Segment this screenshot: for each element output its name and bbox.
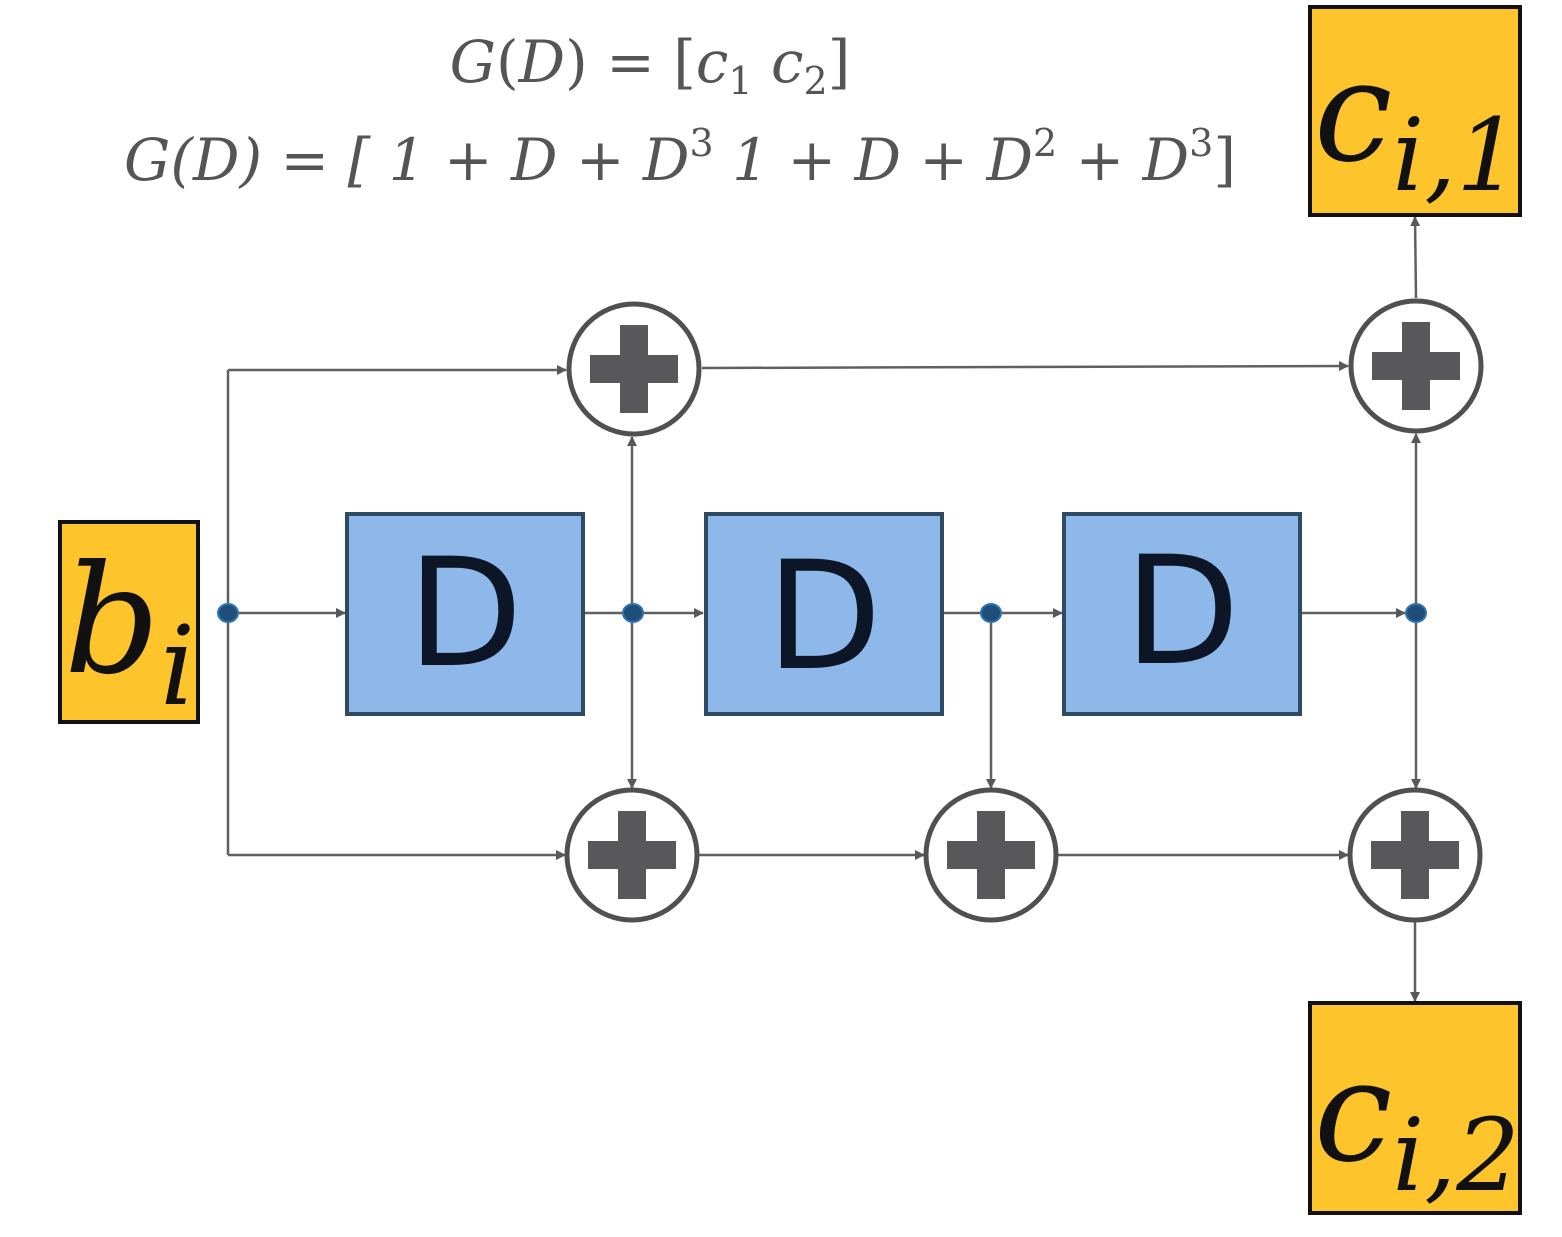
wire-top-adder1-to-adder2 bbox=[701, 361, 1349, 372]
eq1-sub1: 1 bbox=[728, 59, 752, 103]
delay-label-3: D bbox=[1124, 525, 1240, 699]
input-box: bi bbox=[58, 520, 200, 730]
output2-subscript: i,2 bbox=[1392, 1097, 1519, 1214]
adder-bottom-1 bbox=[564, 787, 700, 923]
eq2-exp3: 3 bbox=[1189, 121, 1213, 165]
plus-icon bbox=[588, 811, 676, 899]
eq2-prefix: G(D) = [ 1 + D + D bbox=[124, 126, 689, 194]
junction-after-d1 bbox=[622, 603, 644, 623]
output1-subscript: i,1 bbox=[1392, 97, 1519, 214]
eq2-close: ] bbox=[1213, 126, 1236, 194]
output-label-1: ci,1 bbox=[1314, 31, 1520, 214]
junctions bbox=[217, 603, 1427, 623]
adder-top-2 bbox=[1348, 298, 1484, 434]
input-symbol: b bbox=[64, 534, 160, 708]
output-box-1: ci,1 bbox=[1308, 5, 1522, 217]
output2-symbol: c bbox=[1314, 1031, 1392, 1194]
plus-icon bbox=[947, 811, 1035, 899]
eq1-g: G bbox=[450, 28, 496, 96]
plus-icon bbox=[1371, 811, 1459, 899]
adder-top-1 bbox=[566, 301, 702, 437]
eq1-eq: = [ bbox=[588, 28, 696, 96]
input-subscript: i bbox=[160, 602, 195, 730]
plus-icon bbox=[1372, 322, 1460, 410]
eq1-sub2: 2 bbox=[804, 59, 828, 103]
eq1-rp: ) bbox=[565, 28, 588, 96]
eq2-mid2: + D bbox=[1057, 126, 1189, 194]
adder-bottom-2 bbox=[923, 787, 1059, 923]
delay-label-2: D bbox=[766, 530, 882, 704]
eq1-d: D bbox=[518, 28, 566, 96]
delay-label-1: D bbox=[407, 527, 523, 701]
eq2-exp1: 3 bbox=[690, 121, 714, 165]
eq1-c1: c bbox=[696, 28, 728, 96]
eq2-mid: 1 + D + D bbox=[714, 126, 1033, 194]
equation-line-1: G(D) = [c1 c2] bbox=[450, 28, 851, 103]
eq1-c2: c bbox=[771, 28, 803, 96]
eq1-lp: ( bbox=[496, 28, 519, 96]
output-label-2: ci,2 bbox=[1314, 1031, 1520, 1214]
junction-after-d3 bbox=[1405, 603, 1427, 623]
input-label: bi bbox=[64, 534, 195, 730]
plus-icon bbox=[590, 325, 678, 413]
eq1-space bbox=[753, 28, 771, 96]
wire-top-adder2-to-output1 bbox=[1410, 216, 1421, 299]
delay-box-1: D bbox=[345, 512, 585, 716]
adder-bottom-3 bbox=[1347, 787, 1483, 923]
equation-line-2: G(D) = [ 1 + D + D3 1 + D + D2 + D3] bbox=[124, 121, 1236, 194]
junction-input bbox=[217, 603, 239, 623]
eq1-close: ] bbox=[828, 28, 851, 96]
eq2-exp2: 2 bbox=[1033, 121, 1057, 165]
delay-box-2: D bbox=[704, 512, 944, 716]
output1-symbol: c bbox=[1314, 31, 1392, 194]
output-box-2: ci,2 bbox=[1308, 1001, 1522, 1215]
wires bbox=[226, 216, 1421, 1002]
delay-box-3: D bbox=[1062, 512, 1302, 716]
junction-after-d2 bbox=[980, 603, 1002, 623]
